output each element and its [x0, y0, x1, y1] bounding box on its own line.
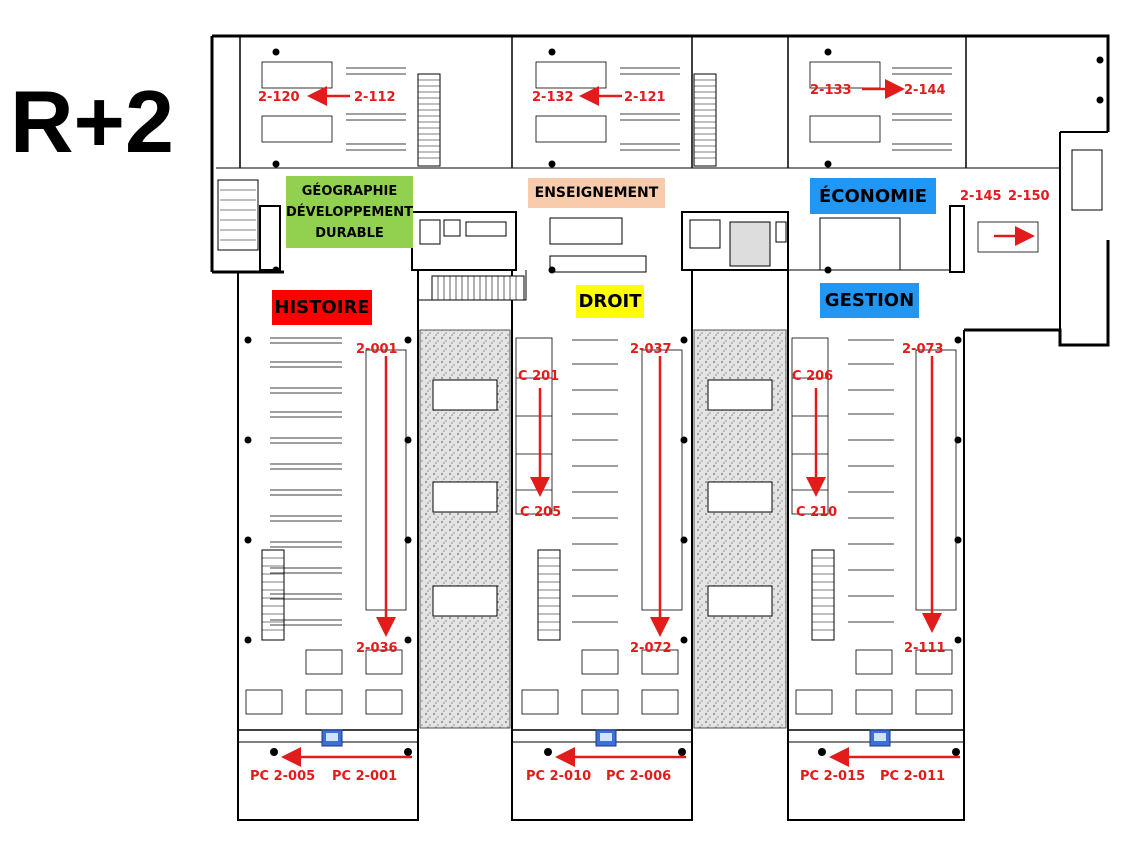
zone-droit: DROIT	[576, 285, 644, 318]
zone-economie-label: ÉCONOMIE	[818, 185, 928, 207]
zone-histoire: HISTOIRE	[272, 290, 372, 325]
building-walls	[210, 34, 1110, 821]
zone-histoire-label: HISTOIRE	[274, 297, 370, 318]
range-label-pc-2-010: PC 2-010	[526, 769, 591, 784]
range-label-pc-2-006: PC 2-006	[606, 769, 671, 784]
range-label-2-073: 2-073	[902, 342, 944, 357]
zone-geographie-label: GÉOGRAPHIE DÉVELOPPEMENT DURABLE	[286, 183, 413, 241]
droit-tables	[515, 337, 683, 715]
zone-enseignement: ENSEIGNEMENT	[528, 178, 665, 208]
zone-gestion-label: GESTION	[824, 290, 915, 311]
range-labels: 2-120 2-112 2-132 2-121 2-133 2-144 2-14…	[250, 83, 1050, 784]
range-label-2-150: 2-150	[1008, 189, 1050, 204]
range-label-pc-2-001: PC 2-001	[332, 769, 397, 784]
range-label-2-120: 2-120	[258, 90, 300, 105]
range-label-c-206: C 206	[792, 369, 833, 384]
range-label-2-145: 2-145	[960, 189, 1002, 204]
range-label-2-112: 2-112	[354, 90, 396, 105]
zone-gestion: GESTION	[820, 283, 919, 318]
shelf-range-arrows	[281, 79, 1035, 767]
floor-title: R+2	[10, 72, 174, 171]
range-label-2-036: 2-036	[356, 641, 398, 656]
zone-droit-label: DROIT	[578, 291, 642, 312]
range-label-pc-2-011: PC 2-011	[880, 769, 945, 784]
range-label-2-121: 2-121	[624, 90, 666, 105]
pc-kiosk-icons	[321, 729, 891, 747]
zone-enseignement-label: ENSEIGNEMENT	[534, 185, 659, 201]
zone-economie: ÉCONOMIE	[810, 178, 936, 214]
range-label-c-201: C 201	[518, 369, 559, 384]
range-label-c-210: C 210	[796, 505, 837, 520]
range-label-2-072: 2-072	[630, 641, 672, 656]
range-label-c-205: C 205	[520, 505, 561, 520]
range-label-2-133: 2-133	[810, 83, 852, 98]
zone-geographie: GÉOGRAPHIE DÉVELOPPEMENT DURABLE	[286, 176, 413, 248]
range-label-2-132: 2-132	[532, 90, 574, 105]
range-label-pc-2-015: PC 2-015	[800, 769, 865, 784]
range-label-2-037: 2-037	[630, 342, 672, 357]
gestion-tables	[791, 337, 957, 715]
range-label-2-144: 2-144	[904, 83, 946, 98]
histoire-tables	[245, 337, 407, 715]
range-label-2-111: 2-111	[904, 641, 946, 656]
stairs	[217, 73, 1103, 641]
top-room-tables	[261, 61, 1039, 253]
range-label-pc-2-005: PC 2-005	[250, 769, 315, 784]
columns	[244, 48, 1104, 756]
range-label-2-001: 2-001	[356, 342, 398, 357]
